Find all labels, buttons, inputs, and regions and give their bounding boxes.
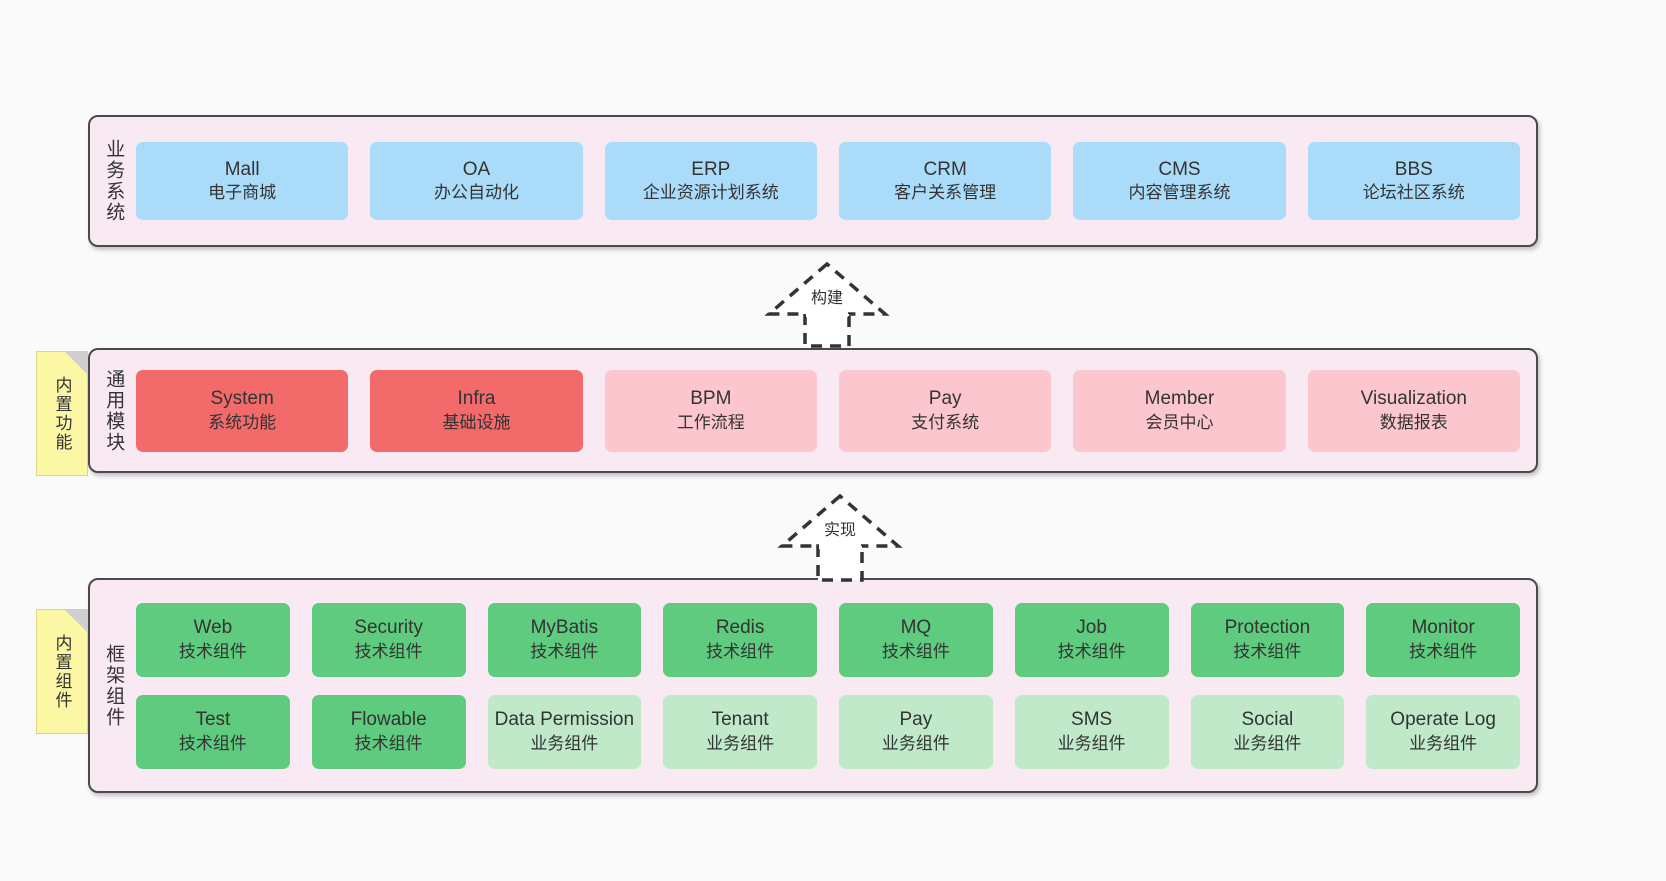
layer-common-modules-body: System 系统功能 Infra 基础设施 BPM 工作流程 Pay 支付系统… — [136, 350, 1536, 471]
card-redis[interactable]: Redis 技术组件 — [663, 602, 817, 677]
card-infra[interactable]: Infra 基础设施 — [370, 369, 583, 452]
layer-common-modules[interactable]: 通用模块 System 系统功能 Infra 基础设施 BPM 工作流程 Pay — [88, 348, 1538, 473]
card-mybatis[interactable]: MyBatis 技术组件 — [487, 602, 642, 677]
layer-framework-components[interactable]: 框架组件 Web 技术组件 Security 技术组件 MyBatis 技术组件… — [88, 578, 1538, 793]
card-bbs[interactable]: BBS 论坛社区系统 — [1307, 142, 1520, 220]
generalization-arrow-icon — [777, 493, 903, 582]
layer-business-systems-title: 业务系统 — [103, 139, 125, 223]
card-protection[interactable]: Protection 技术组件 — [1190, 602, 1345, 677]
card-operate-log[interactable]: Operate Log 业务组件 — [1366, 694, 1520, 769]
card-security[interactable]: Security 技术组件 — [311, 602, 466, 677]
note-fold-icon — [65, 610, 87, 632]
card-row-business: Test 技术组件 Flowable 技术组件 Data Permission … — [136, 694, 1520, 769]
note-builtin-components[interactable]: 内置组件 — [36, 609, 88, 734]
layer-common-modules-title: 通用模块 — [103, 368, 125, 453]
connector-build: 构建 — [757, 258, 897, 348]
card-social[interactable]: Social 业务组件 — [1190, 694, 1345, 769]
layer-framework-components-body: Web 技术组件 Security 技术组件 MyBatis 技术组件 Redi… — [136, 580, 1536, 791]
layer-business-systems-body: Mall 电子商城 OA 办公自动化 ERP 企业资源计划系统 CRM 客户关系… — [136, 117, 1536, 245]
card-test[interactable]: Test 技术组件 — [136, 694, 290, 769]
note-fold-icon — [65, 352, 87, 374]
card-mall[interactable]: Mall 电子商城 — [136, 142, 349, 220]
card-mq[interactable]: MQ 技术组件 — [839, 602, 993, 677]
card-cms[interactable]: CMS 内容管理系统 — [1073, 142, 1286, 220]
card-row: System 系统功能 Infra 基础设施 BPM 工作流程 Pay 支付系统… — [136, 369, 1520, 452]
card-row: Mall 电子商城 OA 办公自动化 ERP 企业资源计划系统 CRM 客户关系… — [136, 142, 1520, 220]
card-job[interactable]: Job 技术组件 — [1014, 602, 1169, 677]
generalization-arrow-icon — [764, 261, 890, 348]
card-member[interactable]: Member 会员中心 — [1073, 369, 1286, 452]
card-pay[interactable]: Pay 支付系统 — [838, 369, 1052, 452]
connector-implement: 实现 — [770, 490, 910, 582]
card-sms[interactable]: SMS 业务组件 — [1014, 694, 1169, 769]
card-erp[interactable]: ERP 企业资源计划系统 — [604, 142, 817, 220]
card-tenant[interactable]: Tenant 业务组件 — [663, 694, 817, 769]
card-monitor[interactable]: Monitor 技术组件 — [1366, 602, 1520, 677]
card-system[interactable]: System 系统功能 — [136, 369, 349, 452]
connector-implement-label: 实现 — [823, 522, 856, 539]
note-builtin-functions[interactable]: 内置功能 — [36, 351, 88, 476]
layer-framework-components-title: 框架组件 — [103, 643, 125, 728]
card-oa[interactable]: OA 办公自动化 — [370, 142, 583, 220]
layer-business-systems[interactable]: 业务系统 Mall 电子商城 OA 办公自动化 ERP 企业资源计划系统 CRM — [88, 115, 1538, 247]
card-pay-business[interactable]: Pay 业务组件 — [839, 694, 993, 769]
card-flowable[interactable]: Flowable 技术组件 — [311, 694, 466, 769]
card-row-tech: Web 技术组件 Security 技术组件 MyBatis 技术组件 Redi… — [136, 602, 1520, 677]
card-web[interactable]: Web 技术组件 — [136, 602, 290, 677]
card-bpm[interactable]: BPM 工作流程 — [604, 369, 817, 452]
card-data-permission[interactable]: Data Permission 业务组件 — [487, 694, 642, 769]
connector-build-label: 构建 — [810, 290, 843, 307]
card-crm[interactable]: CRM 客户关系管理 — [838, 142, 1052, 220]
card-visualization[interactable]: Visualization 数据报表 — [1307, 369, 1520, 452]
